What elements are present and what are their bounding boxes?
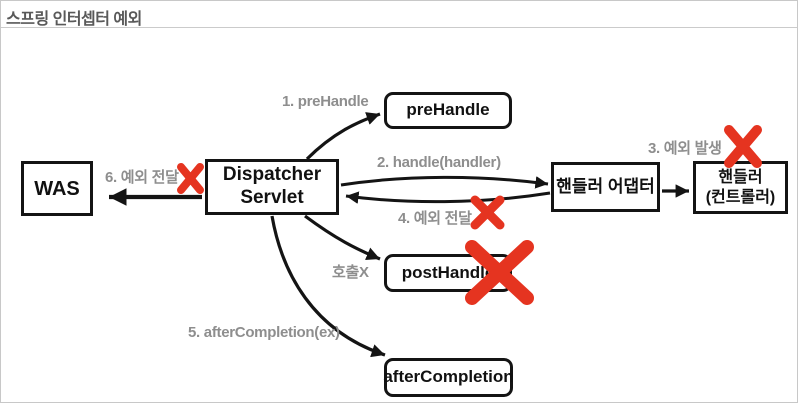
node-dispatcher-servlet: Dispatcher Servlet — [205, 159, 339, 215]
node-posthandle-label: postHandle — [401, 262, 495, 282]
edge-label-step6: 6. 예외 전달 — [105, 169, 179, 186]
node-prehandle: preHandle — [384, 92, 512, 129]
edge-label-step2: 2. handle(handler) — [377, 154, 501, 171]
node-handler-controller: 핸들러 (컨트롤러) — [693, 161, 788, 214]
node-aftercompletion-label: afterCompletion — [383, 367, 514, 387]
node-was-label: WAS — [34, 177, 80, 200]
edge-label-step5: 5. afterCompletion(ex) — [188, 324, 340, 341]
node-handler-adapter-label: 핸들러 어댑터 — [556, 176, 655, 196]
node-handler-line2: (컨트롤러) — [705, 188, 776, 206]
node-prehandle-label: preHandle — [406, 100, 490, 120]
node-dispatcher-servlet-label: Dispatcher Servlet — [222, 164, 322, 208]
node-was: WAS — [21, 161, 93, 216]
node-posthandle: postHandle — [384, 254, 512, 292]
edge-label-step3: 3. 예외 발생 — [648, 140, 722, 157]
node-handler-line1: 핸들러 — [718, 169, 763, 187]
header-band: 스프링 인터셉터 예외 — [1, 1, 797, 28]
edge-label-step1: 1. preHandle — [282, 93, 369, 110]
page-title: 스프링 인터셉터 예외 — [6, 11, 142, 28]
node-aftercompletion: afterCompletion — [383, 358, 514, 397]
edge-label-no-call: 호출X — [332, 264, 369, 281]
node-handler-adapter: 핸들러 어댑터 — [551, 162, 660, 212]
edge-label-step4: 4. 예외 전달 — [398, 210, 472, 227]
